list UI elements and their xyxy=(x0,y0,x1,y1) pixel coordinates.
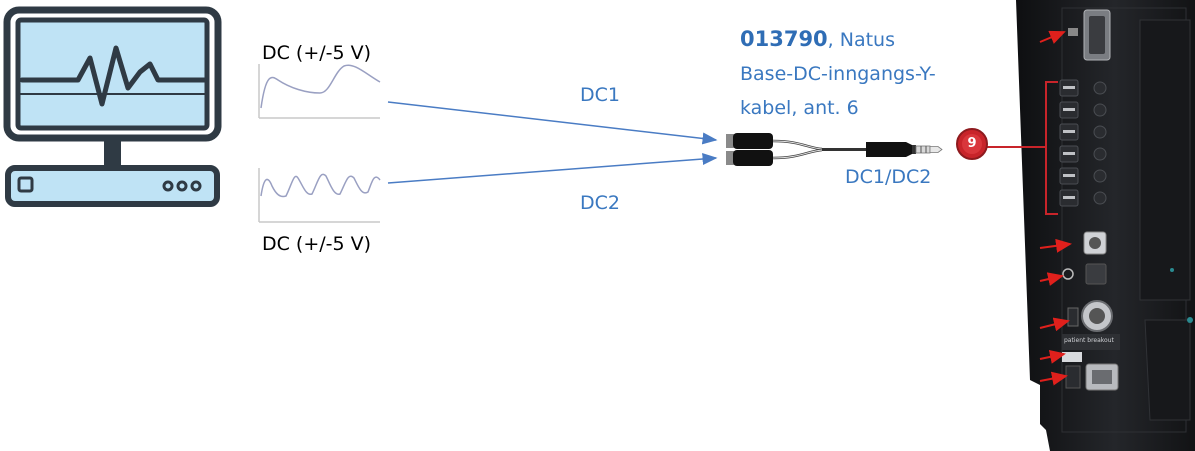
waveform-top-graphic xyxy=(258,64,381,119)
signal-top-label: DC (+/-5 V) xyxy=(262,42,372,64)
channel-2-label: DC2 xyxy=(580,192,620,214)
cable-brand: , Natus xyxy=(827,29,895,51)
natus-base-device xyxy=(1016,0,1195,451)
device-port-red-arrows xyxy=(1039,30,1072,386)
cable-description: 013790, Natus Base-DC-inngangs-Y- kabel,… xyxy=(740,22,1005,125)
patient-breakout-label: patient breakout xyxy=(1064,337,1114,344)
y-cable-graphic xyxy=(726,133,943,166)
dc2-signal-arrow xyxy=(387,153,718,184)
waveform-bottom-graphic xyxy=(258,168,381,223)
signal-bottom-label: DC (+/-5 V) xyxy=(262,233,372,255)
callout-number: 9 xyxy=(967,136,977,151)
cable-part-number: 013790 xyxy=(740,27,828,51)
cable-name-line: Base-DC-inngangs-Y- xyxy=(740,63,936,85)
callout-9-marker xyxy=(956,81,1058,215)
channel-1-label: DC1 xyxy=(580,84,620,106)
cable-quantity-line: kabel, ant. 6 xyxy=(740,97,859,119)
monitor-icon xyxy=(3,6,222,207)
dc1-signal-arrow xyxy=(387,101,718,145)
connector-label: DC1/DC2 xyxy=(845,166,932,188)
